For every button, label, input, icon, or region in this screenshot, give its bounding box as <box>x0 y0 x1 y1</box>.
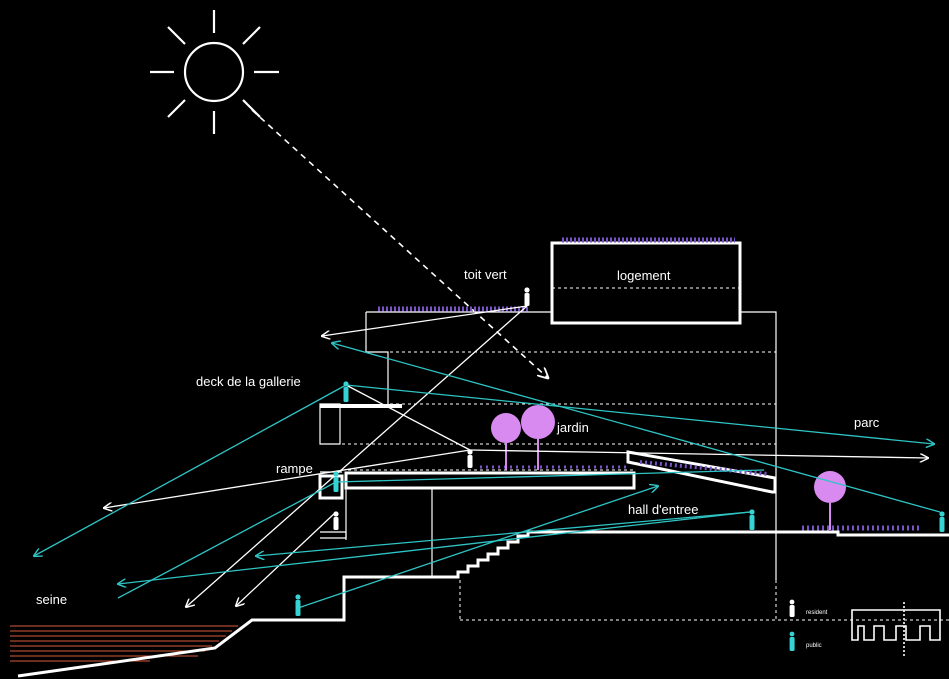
legend-resident-label: resident <box>806 610 828 616</box>
logement-box <box>550 241 742 325</box>
dashed-floor-lines <box>342 287 949 621</box>
sun-icon <box>150 10 279 134</box>
person-resident-icon <box>524 287 530 306</box>
main-slab <box>344 471 636 490</box>
label-jardin: jardin <box>556 420 589 435</box>
person-public-icon <box>789 631 795 651</box>
legend: resident public <box>789 599 941 656</box>
label-hall: hall d'entree <box>628 502 698 517</box>
sight-lines-public <box>34 343 941 609</box>
rampe-landing <box>318 474 344 500</box>
key-plan-icon <box>851 602 941 656</box>
label-seine: seine <box>36 592 67 607</box>
person-public-icon <box>333 471 339 492</box>
tree-icon <box>814 471 846 530</box>
tree-icon <box>521 405 555 470</box>
person-public-icon <box>939 511 945 532</box>
tree-icon <box>491 413 521 470</box>
label-deck: deck de la gallerie <box>196 374 301 389</box>
ground-profile <box>17 530 949 678</box>
legend-public-label: public <box>806 643 822 649</box>
label-parc: parc <box>854 415 880 430</box>
label-logement: logement <box>617 268 671 283</box>
sun-ray <box>251 109 548 378</box>
person-public-icon <box>295 594 301 616</box>
seine-water <box>10 625 238 662</box>
person-resident-icon <box>333 511 339 530</box>
sight-lines-resident <box>104 305 928 607</box>
person-resident-icon <box>467 449 473 468</box>
person-public-icon <box>343 381 349 402</box>
label-toit-vert: toit vert <box>464 267 507 282</box>
person-resident-icon <box>789 599 795 617</box>
person-public-icon <box>749 509 755 530</box>
label-rampe: rampe <box>276 461 313 476</box>
